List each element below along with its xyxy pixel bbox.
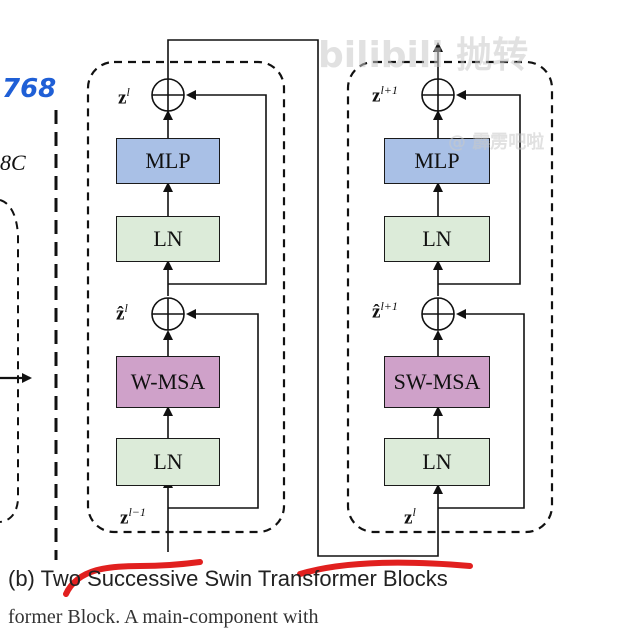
block1-label-z-l-minus-1: zl−1: [120, 505, 146, 529]
block1-mlp-box: MLP: [116, 138, 220, 184]
bilibili-watermark: bilibili 抛转: [318, 35, 529, 76]
block1-label-zl: zl: [118, 85, 130, 109]
left-dashed-rounded-fragment: [0, 199, 19, 523]
figure-caption: (b) Two Successive Swin Transformer Bloc…: [8, 566, 448, 591]
block2-label-z-l-plus-1: zl+1: [372, 83, 398, 107]
block2-mlp-box: MLP: [384, 138, 490, 184]
uploader-handle-watermark: @ 霹雳吧啦: [448, 132, 545, 153]
dimension-8c-text: 8C: [0, 150, 26, 175]
block2-outline: [346, 60, 554, 534]
block2-ln-bottom-box: LN: [384, 438, 490, 486]
block1-wmsa-box: W-MSA: [116, 356, 220, 408]
block1-ln-top-box: LN: [116, 216, 220, 262]
block2-label-zl: zl: [404, 505, 416, 529]
block2-ln-top-box: LN: [384, 216, 490, 262]
block2-label-zhat-l-plus-1: ẑl+1: [372, 299, 398, 323]
block1-outline: [86, 60, 286, 534]
handwritten-768: 768: [2, 74, 57, 104]
red-underline-left: [63, 559, 203, 597]
block2-swmsa-box: SW-MSA: [384, 356, 490, 408]
block1-label-zhat-l: ẑl: [116, 301, 128, 325]
block1-ln-bottom-box: LN: [116, 438, 220, 486]
red-underline-right: [297, 559, 473, 577]
bottom-partial-text: former Block. A main-component with: [8, 606, 319, 628]
